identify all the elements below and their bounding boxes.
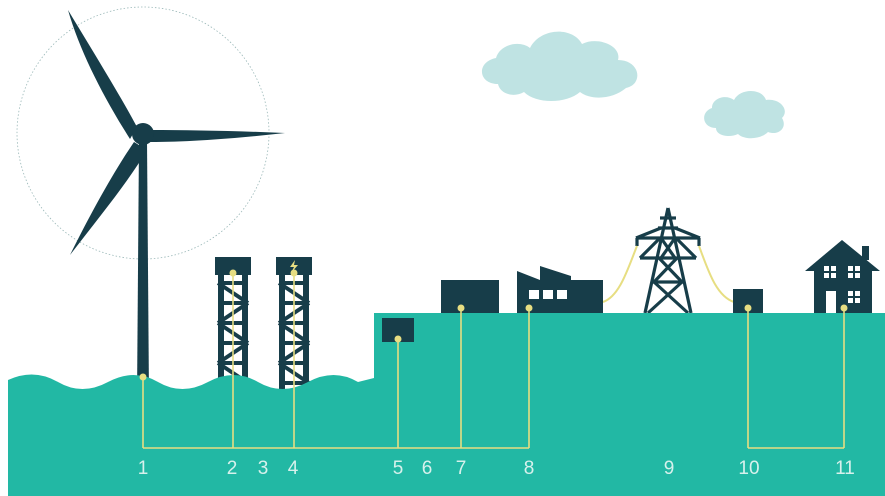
label-9: 9 xyxy=(664,458,675,479)
house-icon xyxy=(805,240,880,313)
factory-icon xyxy=(517,266,603,313)
label-6: 6 xyxy=(422,458,433,479)
label-11: 11 xyxy=(835,458,855,479)
label-4: 4 xyxy=(288,458,299,479)
converter-station-icon xyxy=(441,280,499,313)
sea-and-land xyxy=(8,313,885,496)
label-8: 8 xyxy=(524,458,535,479)
cloud-small-icon xyxy=(704,91,785,139)
number-labels: 1 2 3 4 5 6 7 8 9 10 11 xyxy=(138,458,855,479)
label-7: 7 xyxy=(456,458,467,479)
label-10: 10 xyxy=(738,458,759,479)
label-5: 5 xyxy=(393,458,404,479)
wind-turbine-icon xyxy=(68,10,285,398)
cable-endpoints xyxy=(139,269,848,381)
label-2: 2 xyxy=(227,458,238,479)
transmission-tower-icon xyxy=(635,207,701,315)
label-3: 3 xyxy=(258,458,269,479)
power-line-cables xyxy=(602,245,735,303)
label-1: 1 xyxy=(138,458,149,479)
cloud-large-icon xyxy=(481,31,638,101)
cable-routes xyxy=(142,273,845,449)
lightning-bolt-icon xyxy=(290,260,298,273)
